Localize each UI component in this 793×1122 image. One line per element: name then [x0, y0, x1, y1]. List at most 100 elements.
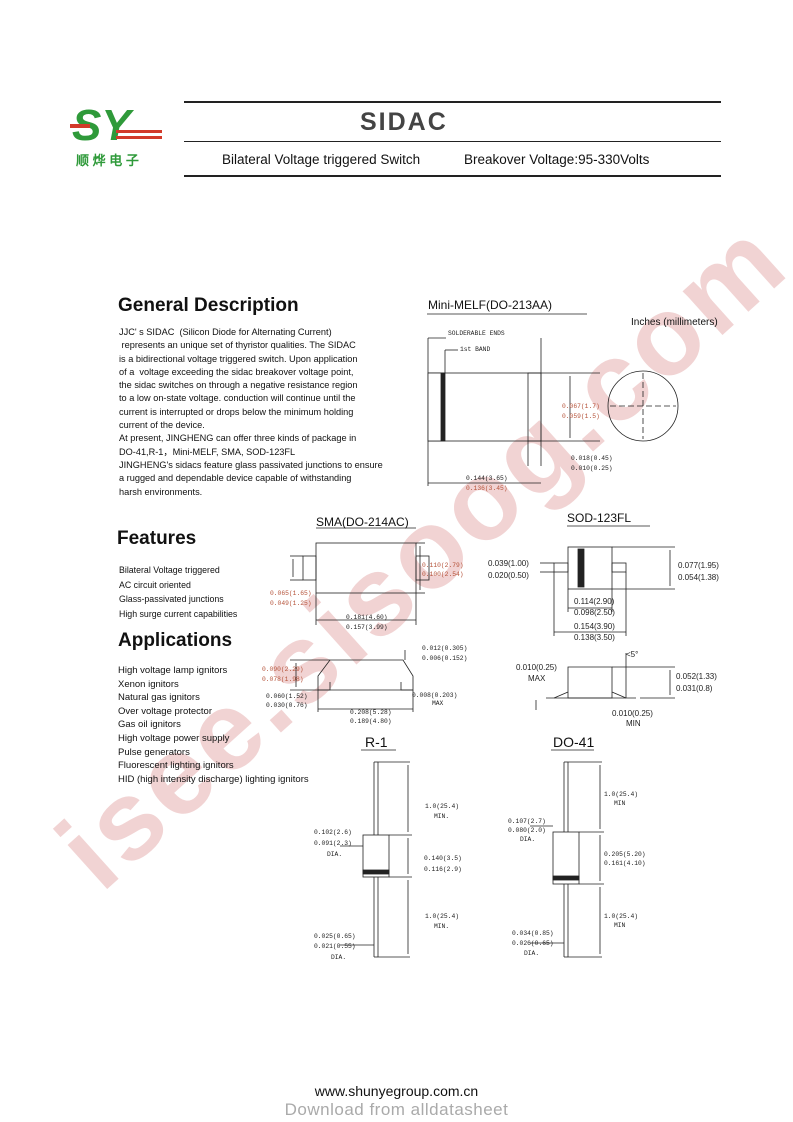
list-item: Pulse generators	[118, 746, 190, 758]
dim-melf-dia-max: 0.067(1.7)	[562, 403, 600, 410]
footer-url[interactable]: www.shunyegroup.com.cn	[314, 1083, 479, 1099]
dim-sod-7b: 0.031(0.8)	[676, 684, 713, 693]
list-item: High surge current capabilities	[119, 608, 238, 619]
subtitle-right: Breakover Voltage:95-330Volts	[464, 152, 650, 167]
dim-r1-1a: 1.0(25.4)	[425, 803, 460, 810]
r1-drawing	[340, 749, 412, 958]
dim-sod-6a: 0.010(0.25)	[516, 663, 557, 672]
dim-sod-1b: 0.020(0.50)	[488, 571, 529, 580]
list-item: High voltage lamp ignitors	[118, 665, 228, 676]
dim-sod-8a: 0.010(0.25)	[612, 709, 653, 718]
dim-sma-1a: 0.110(2.79)	[422, 562, 464, 569]
logo-chinese-text: 顺 烨 电 子	[76, 153, 139, 168]
company-logo: SY 顺 烨 电 子	[70, 98, 165, 170]
footer-download-note: Download from alldatasheet	[284, 1100, 509, 1119]
dim-sod-2b: 0.054(1.38)	[678, 573, 719, 582]
dim-sma-6a: 0.060(1.52)	[266, 693, 308, 700]
dim-do41-2c: DIA.	[520, 836, 536, 843]
dim-melf-end-min: 0.010(0.25)	[571, 465, 613, 472]
header-rule-mid	[184, 141, 721, 142]
dim-sod-6b: MAX	[528, 674, 546, 683]
minimelf-drawing	[427, 313, 679, 486]
dim-r1-5a: 0.025(0.65)	[314, 933, 356, 940]
dim-sma-2a: 0.065(1.65)	[270, 590, 312, 597]
list-item: Over voltage protector	[118, 705, 212, 717]
list-item: Xenon ignitors	[118, 678, 179, 690]
dim-sma-8a: 0.208(5.28)	[350, 709, 392, 716]
dim-do41-4a: 1.0(25.4)	[604, 913, 639, 920]
dim-melf-len-max: 0.144(3.65)	[466, 475, 508, 482]
list-item: HID (high intensity discharge) lighting …	[118, 773, 309, 785]
applications-heading: Applications	[118, 630, 233, 651]
dim-sma-6b: 0.030(0.76)	[266, 702, 308, 709]
dim-melf-end-max: 0.018(0.45)	[571, 455, 613, 462]
do41-drawing	[530, 749, 604, 958]
dim-sma-5a: 0.090(2.29)	[262, 666, 304, 673]
list-item: Glass-passivated junctions	[119, 594, 224, 605]
units-note: Inches (millimeters)	[631, 317, 718, 328]
dim-sma-4a: 0.012(0.305)	[422, 645, 468, 652]
list-item: Bilateral Voltage triggered	[119, 565, 220, 575]
dim-do41-4b: MIN	[614, 922, 626, 929]
header-rule-top	[184, 101, 721, 103]
dim-r1-4b: MIN.	[434, 923, 450, 930]
general-description-text: JJC' s SIDAC (Silicon Diode for Alternat…	[119, 327, 383, 497]
dim-solderable-ends: SOLDERABLE ENDS	[448, 330, 505, 337]
dim-sod-1a: 0.039(1.00)	[488, 559, 529, 568]
dim-sod-7a: 0.052(1.33)	[676, 672, 717, 681]
logo-graphic: SY	[70, 101, 162, 150]
dim-do41-3a: 0.205(5.20)	[604, 851, 646, 858]
minimelf-label: Mini-MELF(DO-213AA)	[428, 298, 553, 312]
dim-do41-3b: 0.161(4.10)	[604, 860, 646, 867]
r1-label: R-1	[365, 734, 388, 750]
dim-sod-2a: 0.077(1.95)	[678, 561, 719, 570]
dim-sma-7b: MAX	[432, 700, 444, 707]
dim-melf-len-min: 0.136(3.45)	[466, 485, 508, 492]
list-item: Natural gas ignitors	[118, 692, 200, 704]
dim-sod-4b: 0.138(3.50)	[574, 633, 615, 642]
page-title: SIDAC	[360, 108, 448, 136]
subtitle-left: Bilateral Voltage triggered Switch	[222, 152, 421, 167]
dim-do41-5b: 0.026(0.65)	[512, 940, 554, 947]
dim-sma-1b: 0.100(2.54)	[422, 571, 464, 578]
dim-sma-3a: 0.181(4.60)	[346, 614, 388, 621]
dim-melf-dia-min: 0.059(1.5)	[562, 413, 600, 420]
dim-r1-1b: MIN.	[434, 813, 450, 820]
list-item: AC circuit oriented	[119, 579, 191, 590]
dim-r1-3b: 0.116(2.9)	[424, 866, 462, 873]
dim-sod-3a: 0.114(2.90)	[574, 597, 615, 606]
dim-do41-2b: 0.080(2.0)	[508, 827, 546, 834]
dim-do41-2a: 0.107(2.7)	[508, 818, 546, 825]
dim-sma-5b: 0.078(1.98)	[262, 676, 304, 683]
dim-do41-1a: 1.0(25.4)	[604, 791, 639, 798]
general-description-heading: General Description	[118, 295, 299, 316]
dim-r1-5b: 0.021(0.55)	[314, 943, 356, 950]
dim-r1-2c: DIA.	[327, 851, 343, 858]
dim-sma-3b: 0.157(3.99)	[346, 624, 388, 631]
dim-sma-4b: 0.006(0.152)	[422, 655, 468, 662]
features-heading: Features	[117, 528, 197, 549]
dim-sma-8b: 0.189(4.80)	[350, 718, 392, 725]
dim-do41-5c: DIA.	[524, 950, 540, 957]
list-item: High voltage power supply	[118, 732, 230, 744]
dim-sma-2b: 0.049(1.25)	[270, 600, 312, 607]
applications-list: High voltage lamp ignitors Xenon ignitor…	[118, 664, 309, 786]
sma-drawing	[290, 527, 430, 712]
header-rule-bottom	[184, 175, 721, 177]
dim-sma-7a: 0.008(0.203)	[412, 692, 458, 699]
sma-label: SMA(DO-214AC)	[316, 515, 409, 529]
dim-1st-band: 1st BAND	[460, 346, 491, 353]
dim-r1-3a: 0.140(3.5)	[424, 855, 462, 862]
sod123-drawing	[535, 525, 675, 710]
list-item: Gas oil ignitors	[118, 719, 181, 731]
sod123-label: SOD-123FL	[567, 511, 632, 525]
features-list: Bilateral Voltage triggered AC circuit o…	[119, 563, 237, 621]
dim-do41-5a: 0.034(0.85)	[512, 930, 554, 937]
dim-r1-4a: 1.0(25.4)	[425, 913, 460, 920]
dim-r1-5c: DIA.	[331, 954, 347, 961]
dim-sod-8b: MIN	[626, 719, 641, 728]
dim-sod-3b: 0.098(2.50)	[574, 608, 615, 617]
dim-sod-5: <5°	[626, 650, 639, 659]
dim-sod-4a: 0.154(3.90)	[574, 622, 615, 631]
